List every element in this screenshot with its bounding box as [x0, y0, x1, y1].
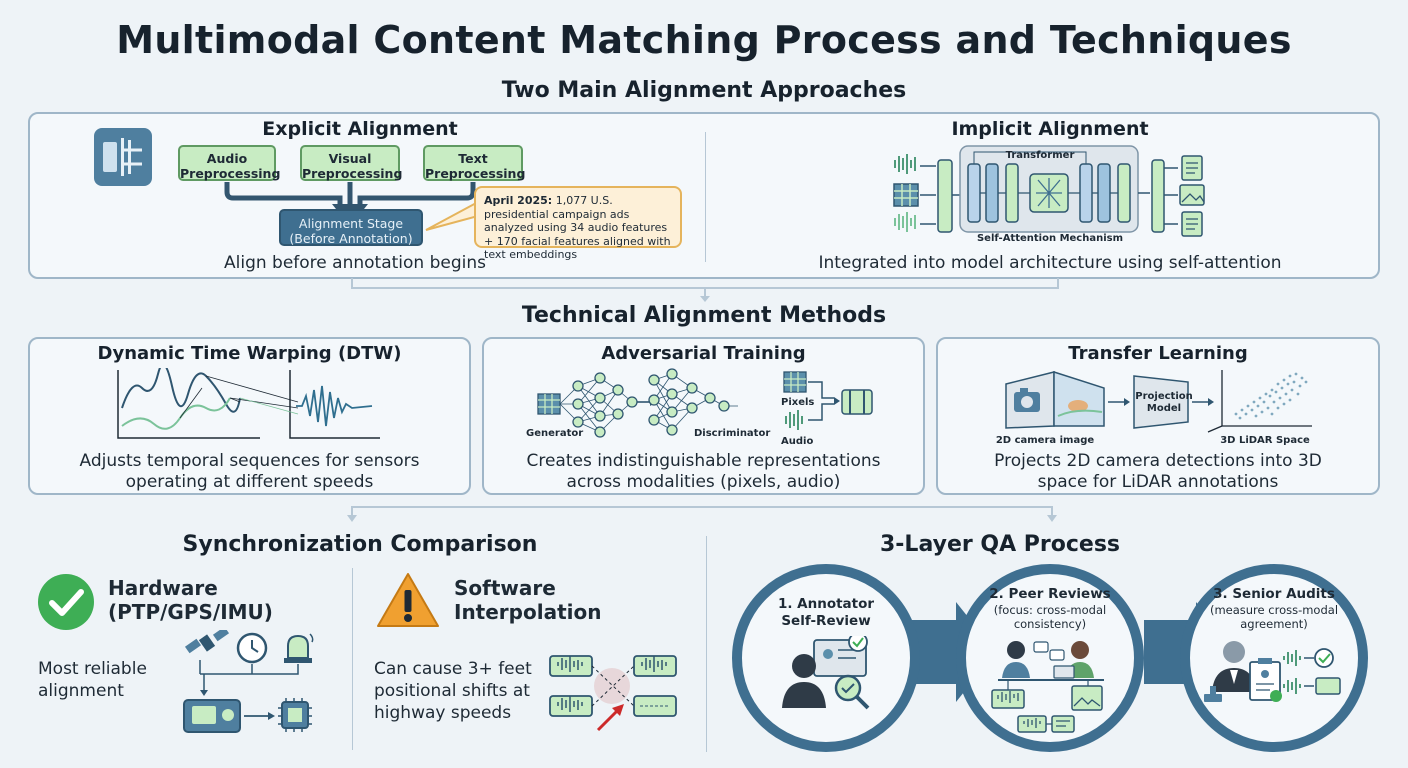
lidar-space-label: 3D LiDAR Space	[1220, 435, 1310, 446]
sync-heading: Synchronization Comparison	[182, 532, 538, 557]
audio-label: Audio	[781, 436, 814, 447]
qa-step-senior-audits	[1180, 564, 1368, 752]
section-divider	[706, 536, 707, 752]
senior-audit-illustration	[1204, 641, 1341, 702]
camera-image-label: 2D camera image	[995, 435, 1095, 446]
hardware-title: Hardware(PTP/GPS/IMU)	[108, 576, 273, 624]
warning-icon	[374, 570, 442, 630]
qa-heading: 3-Layer QA Process	[879, 532, 1121, 557]
transformer-label: Transformer	[1005, 150, 1075, 161]
case-study-note: April 2025: 1,077 U.S. presidential camp…	[474, 186, 682, 261]
chip-icon	[278, 698, 312, 732]
explicit-title: Explicit Alignment	[262, 118, 458, 140]
checkmark-icon	[36, 572, 96, 632]
pixels-label: Pixels	[781, 397, 815, 408]
qa-step-3-text: 3. Senior Audits (measure cross-modal ag…	[1209, 586, 1339, 631]
peer-review-illustration	[991, 641, 1104, 733]
clock-icon	[236, 632, 268, 664]
dtw-panel	[28, 337, 471, 495]
implicit-caption: Integrated into model architecture using…	[818, 253, 1282, 273]
split-icon	[94, 128, 152, 186]
approaches-divider	[705, 132, 706, 262]
adversarial-panel	[482, 337, 925, 495]
person-icon	[782, 654, 826, 708]
page-title: Multimodal Content Matching Process and …	[116, 18, 1292, 62]
alignment-stage-box: Alignment Stage(Before Annotation)	[279, 209, 423, 246]
grid-icon	[537, 393, 561, 415]
grid-icon	[893, 183, 919, 207]
discriminator-label: Discriminator	[694, 428, 771, 439]
methods-connector	[347, 506, 1057, 522]
approaches-connector	[351, 278, 1059, 302]
hardware-icons	[183, 630, 314, 733]
dtw-chart	[117, 368, 380, 439]
sync-divider	[352, 568, 353, 750]
image-icon	[1179, 184, 1205, 206]
magnifier-icon	[834, 674, 870, 710]
approaches-heading: Two Main Alignment Approaches	[501, 78, 907, 103]
transfer-diagram	[1005, 370, 1312, 433]
dtw-title: Dynamic Time Warping (DTW)	[97, 343, 402, 364]
note-pointer	[425, 200, 479, 231]
document-icon	[1181, 155, 1203, 181]
generator-label: Generator	[526, 428, 584, 439]
transfer-title: Transfer Learning	[1068, 343, 1248, 364]
explicit-caption: Align before annotation begins	[224, 253, 486, 273]
gan-diagram	[537, 368, 873, 438]
interpolation-diagram	[549, 655, 677, 732]
self-attention-label: Self-Attention Mechanism	[976, 233, 1124, 244]
methods-heading: Technical Alignment Methods	[521, 303, 887, 328]
adversarial-title: Adversarial Training	[601, 343, 806, 364]
satellite-icon	[184, 630, 230, 654]
beacon-icon	[284, 633, 314, 663]
adversarial-caption: Creates indistinguishable representation…	[526, 451, 881, 492]
camera-icon	[1005, 371, 1055, 429]
waveform-icon	[894, 154, 916, 174]
self-review-illustration	[782, 636, 870, 710]
transformer-diagram	[890, 140, 1220, 248]
implicit-title: Implicit Alignment	[951, 118, 1149, 140]
qa-step-2-text: 2. Peer Reviews (focus: cross-modal cons…	[989, 586, 1111, 631]
